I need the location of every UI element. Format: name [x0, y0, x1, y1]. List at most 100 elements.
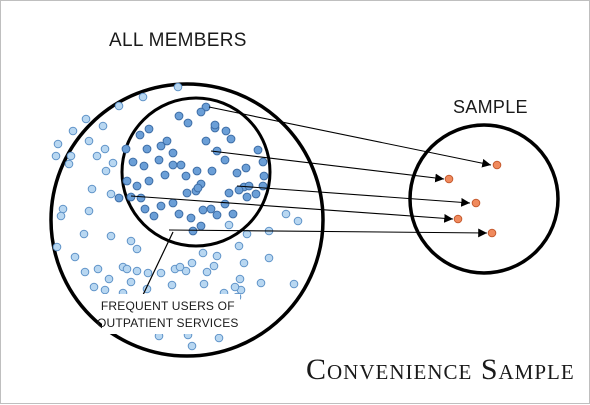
population-label: ALL MEMBERS [109, 30, 247, 51]
subgroup-dot [186, 213, 196, 223]
sample-dot [492, 160, 502, 170]
subgroup-dot [198, 205, 208, 215]
subgroup-dot [182, 188, 192, 198]
population-dot [98, 121, 108, 131]
sample-label: SAMPLE [453, 97, 528, 117]
population-dot [126, 236, 136, 246]
sample-dot [471, 198, 481, 208]
population-dot [51, 151, 61, 161]
selection-arrow [130, 195, 454, 223]
population-dot [198, 248, 208, 258]
subgroup-dot [183, 118, 193, 128]
subgroup-dot [241, 163, 251, 173]
subgroup-dot [188, 226, 198, 236]
subgroup-dot [226, 134, 236, 144]
subgroup-dot [168, 160, 178, 170]
selection-arrows [130, 106, 492, 238]
population-dot [181, 266, 191, 276]
population-dot [114, 101, 124, 111]
sample-dot [453, 214, 463, 224]
population-dot [53, 139, 63, 149]
subgroup-dot [221, 126, 231, 136]
subgroup-dot [192, 166, 202, 176]
diagram-title: Convenience Sample [306, 353, 575, 386]
subgroup-dot [140, 204, 150, 214]
subgroup-dot [136, 193, 146, 203]
population-dot [167, 280, 177, 290]
sample-dot [487, 228, 497, 238]
subgroup-dot [144, 176, 154, 186]
population-dot [81, 114, 91, 124]
selection-arrow [208, 106, 492, 168]
population-dot [84, 206, 94, 216]
subgroup-leader-line [141, 231, 174, 298]
population-dot [122, 264, 132, 274]
subgroup-dot [168, 198, 178, 208]
subgroup-dot [220, 155, 230, 165]
subgroup-dot [251, 189, 261, 199]
population-dot [79, 229, 89, 239]
population-dot [68, 126, 78, 136]
population-dot [106, 189, 116, 199]
population-dot [100, 144, 110, 154]
subgroup-dot [207, 166, 217, 176]
subgroup-dot [114, 193, 124, 203]
subgroup-dot [154, 155, 164, 165]
population-dot [289, 279, 299, 289]
subgroup-dot [232, 168, 242, 178]
subgroup-dot [139, 161, 149, 171]
population-dot [108, 158, 118, 168]
subgroup-label-line-2: OUTPATIENT SERVICES [97, 316, 239, 330]
subgroup-dot [121, 144, 131, 154]
population-dot [214, 333, 224, 343]
subgroup-dot [201, 136, 211, 146]
population-dot [212, 251, 222, 261]
subgroup-dot [156, 201, 166, 211]
subgroup-dot [174, 209, 184, 219]
subgroup-dot [258, 157, 268, 167]
population-dot [132, 244, 142, 254]
population-dot [234, 241, 244, 251]
subgroup-dot [228, 209, 238, 219]
sample-dots [444, 160, 502, 238]
population-dot [66, 151, 76, 161]
population-dot [230, 282, 240, 292]
population-dot [175, 262, 185, 272]
subgroup-circle [120, 96, 272, 248]
sample-dot [444, 174, 454, 184]
population-dot [242, 229, 252, 239]
population-dot [100, 285, 110, 295]
population-dot [281, 209, 291, 219]
population-dot [52, 242, 62, 252]
subgroup-dot [126, 192, 136, 202]
subgroup-dot [258, 181, 268, 191]
population-dot [187, 258, 197, 268]
population-dot [293, 216, 303, 226]
subgroup-dot [224, 188, 234, 198]
population-dot [89, 282, 99, 292]
subgroup-dot [162, 136, 172, 146]
subgroup-dot [156, 141, 166, 151]
population-dot [132, 266, 142, 276]
subgroup-dot [242, 192, 252, 202]
population-dot [84, 136, 94, 146]
population-dot [199, 279, 209, 289]
subgroup-dot [210, 120, 220, 130]
subgroup-dot [244, 181, 254, 191]
population-dot [239, 258, 249, 268]
subgroup-dot [168, 148, 178, 158]
subgroup-dot [144, 124, 154, 134]
subgroup-dot [174, 111, 184, 121]
selection-arrow [168, 228, 488, 238]
population-dot [101, 166, 111, 176]
subgroup-dot [259, 171, 269, 181]
subgroup-dot [135, 130, 145, 140]
subgroup-dot [220, 199, 230, 209]
population-dot [104, 274, 114, 284]
subgroup-dot [176, 160, 186, 170]
population-dot [80, 267, 90, 277]
subgroup-dot [142, 144, 152, 154]
subgroup-dot [234, 185, 244, 195]
